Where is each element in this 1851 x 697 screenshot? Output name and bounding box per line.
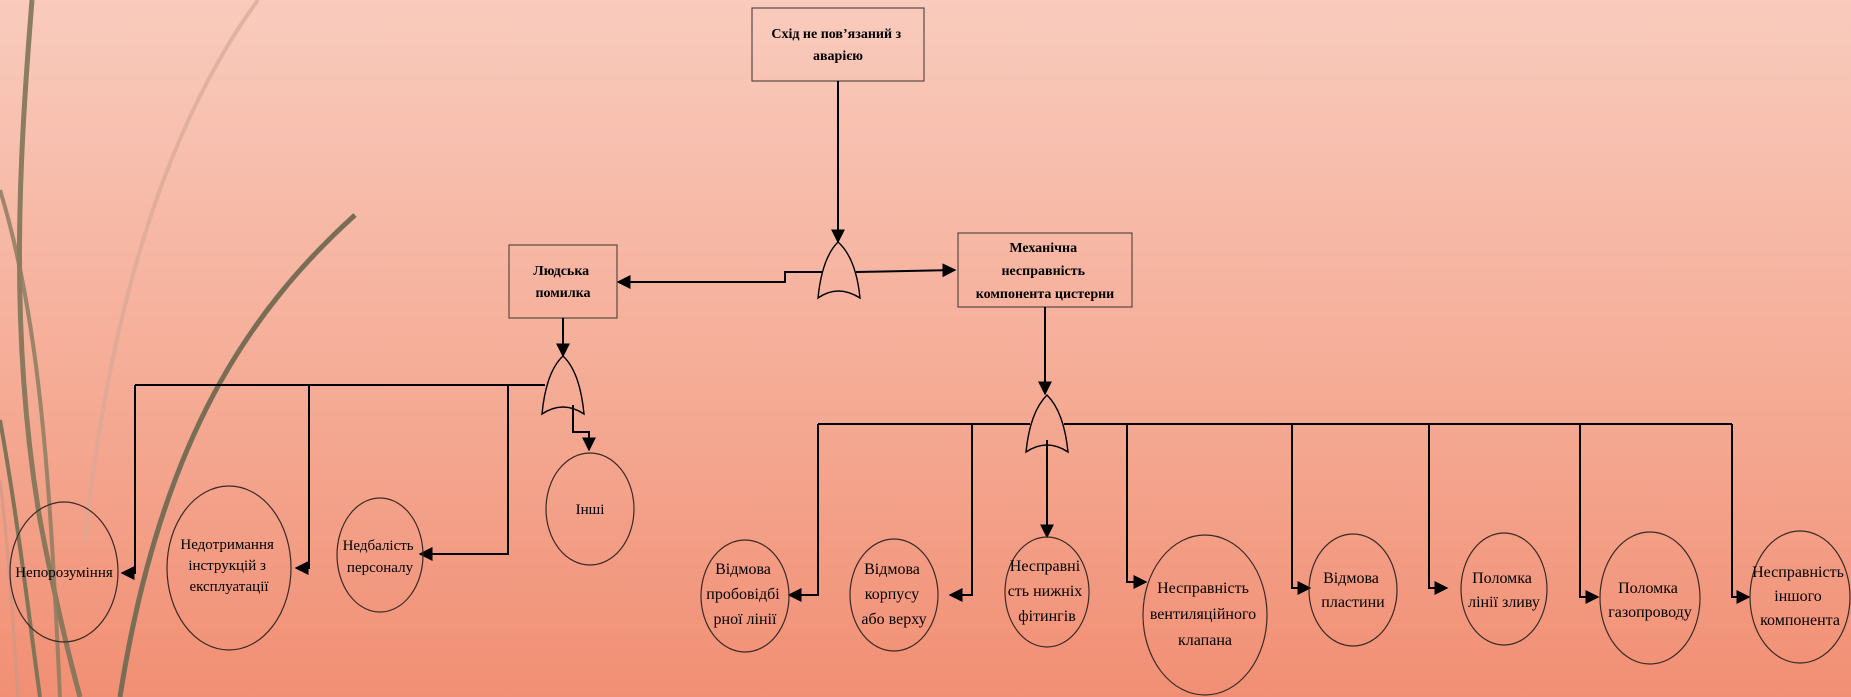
cause-other-component: Несправність іншого компонента <box>1749 530 1851 664</box>
cause-label: Поломка <box>1472 570 1532 587</box>
cause-label: фітингів <box>1018 608 1076 625</box>
top-event-text: Схід не пов’язаний з <box>771 27 901 42</box>
cause-label: корпусу <box>865 586 919 603</box>
human-or-gate-icon <box>541 355 585 416</box>
edge-to-gas-pipe <box>1579 424 1600 604</box>
edge-to-plate <box>1291 424 1312 595</box>
cause-noncompliance: Недотримання інструкцій з експлуатації <box>166 485 292 651</box>
svg-text:Схід не пов’язаний з ава: Схід не пов’язаний з аварією <box>771 27 904 64</box>
edge-to-other-component <box>1731 424 1751 604</box>
human-error-text: Людська <box>533 264 589 279</box>
svg-text:Людська помилка: Людська помилка <box>533 264 592 301</box>
svg-text:Відмова пластини: Відмова пластини <box>1321 570 1385 611</box>
svg-text:Недотримання інструкцій: Недотримання інструкцій з експлуатації <box>180 537 277 595</box>
edge-to-vent-valve <box>1126 424 1148 589</box>
svg-text:Несправні сть нижніх: Несправні сть нижніх фітингів <box>1008 558 1087 625</box>
cause-label: газопроводу <box>1608 604 1692 621</box>
svg-text:Несправність вентиляційн: Несправність вентиляційного клапана <box>1150 580 1260 649</box>
svg-text:Поломка газопроводу: Поломка газопроводу <box>1608 580 1692 621</box>
cause-plate: Відмова пластини <box>1308 533 1398 647</box>
cause-label: Несправність <box>1752 564 1844 581</box>
edge-to-drain-line <box>1428 424 1449 595</box>
cause-label: Відмова <box>864 561 920 578</box>
cause-label: іншого <box>1774 588 1822 605</box>
svg-text:Інші: Інші <box>576 502 605 518</box>
cause-label: Несправні <box>1010 558 1081 575</box>
cause-label: пластини <box>1321 594 1385 611</box>
grass-decoration <box>0 0 357 697</box>
cause-label: Відмова <box>715 561 771 578</box>
cause-label: Відмова <box>1323 570 1379 587</box>
cause-label: персоналу <box>347 560 414 576</box>
svg-text:Несправність іншого: Несправність іншого компонента <box>1752 564 1848 629</box>
top-event-text: аварією <box>813 49 863 64</box>
human-error-node: Людська помилка <box>508 244 618 319</box>
mechanical-failure-text: Механічна <box>1009 241 1077 256</box>
cause-sampling-line: Відмова пробовідбі рної лінії <box>700 539 790 653</box>
cause-label: інструкцій з <box>188 558 266 574</box>
human-error-text: помилка <box>535 286 590 301</box>
edge-to-other-human <box>572 405 596 452</box>
cause-label: Недотримання <box>180 537 274 553</box>
cause-label: рної лінії <box>714 611 777 628</box>
cause-label: експлуатації <box>189 579 269 595</box>
cause-label: або верху <box>861 611 926 628</box>
or-gate-icon <box>817 241 861 300</box>
svg-text:Недбалість персоналу: Недбалість персоналу <box>343 538 418 576</box>
cause-bottom-fittings: Несправні сть нижніх фітингів <box>1004 536 1090 648</box>
mechanical-failure-node: Механічна несправність компонента цистер… <box>957 232 1133 308</box>
edge-to-negligence <box>418 385 509 561</box>
svg-text:Механічна несправність: Механічна несправність компонента цистер… <box>976 241 1114 302</box>
cause-label: клапана <box>1178 632 1232 649</box>
edge-to-noncompliance <box>294 385 310 575</box>
edge-to-misunderstanding <box>120 385 136 580</box>
mechanical-failure-text: компонента цистерни <box>976 287 1114 302</box>
mechanical-failure-text: несправність <box>1001 264 1085 279</box>
cause-negligence: Недбалість персоналу <box>336 497 424 613</box>
top-event-node: Схід не пов’язаний з аварією <box>751 7 925 82</box>
svg-text:Відмова пробовідбі: Відмова пробовідбі рної лінії <box>706 561 783 628</box>
cause-other-human: Інші <box>545 452 635 566</box>
cause-drain-line: Поломка лінії зливу <box>1460 532 1548 646</box>
svg-text:Відмова корпусу аб: Відмова корпусу або верху <box>861 561 926 628</box>
cause-misunderstanding: Непорозуміння <box>9 501 119 643</box>
cause-label: пробовідбі <box>706 586 780 603</box>
cause-gas-pipe: Поломка газопроводу <box>1599 531 1701 665</box>
cause-vent-valve: Несправність вентиляційного клапана <box>1142 534 1268 696</box>
cause-label: лінії зливу <box>1468 594 1540 611</box>
cause-label: компонента <box>1760 612 1840 629</box>
edge-to-sampling-line <box>787 424 819 602</box>
cause-body-failure: Відмова корпусу або верху <box>849 538 939 652</box>
cause-label: сть нижніх <box>1008 583 1083 600</box>
edge-gate-to-mechanical <box>855 263 957 278</box>
cause-label: Інші <box>576 502 605 518</box>
cause-label: Поломка <box>1618 580 1678 597</box>
cause-label: Несправність <box>1157 580 1249 597</box>
edge-to-body-failure <box>948 424 973 602</box>
svg-text:Непорозуміння: Непорозуміння <box>15 565 113 581</box>
cause-label: Непорозуміння <box>15 565 113 581</box>
svg-text:Поломка лінії зливу: Поломка лінії зливу <box>1468 570 1540 611</box>
cause-label: вентиляційного <box>1150 606 1256 623</box>
edge-gate-to-human-error <box>616 271 823 289</box>
cause-label: Недбалість <box>343 538 414 554</box>
